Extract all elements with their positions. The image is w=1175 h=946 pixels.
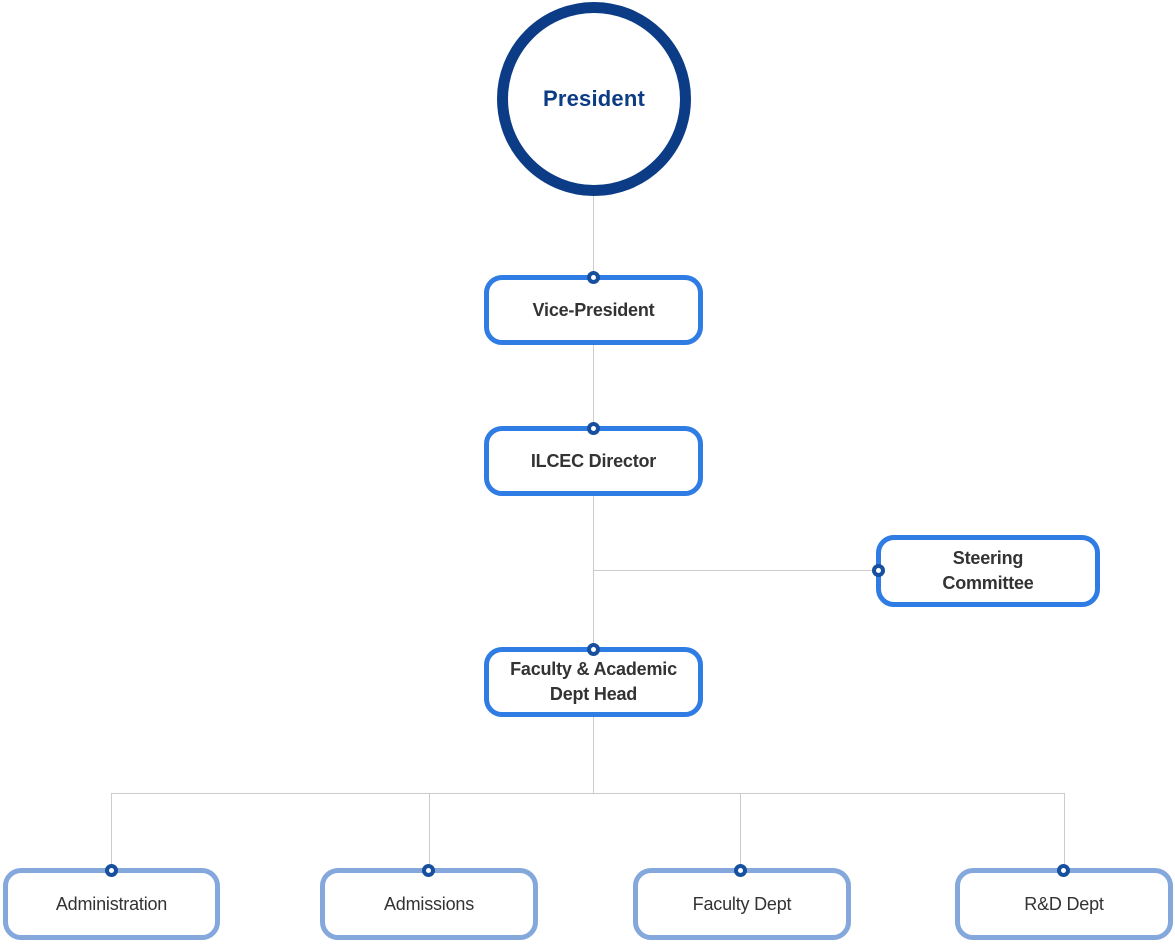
node-administration-label: Administration (55, 893, 168, 914)
node-admissions-label: Admissions (383, 893, 475, 914)
connector-line-vp-ilcec (593, 344, 594, 423)
connector-drop-rd-dept (1064, 793, 1065, 864)
node-rd-dept: R&D Dept (955, 868, 1173, 940)
connector-line-faculty-bus (593, 716, 594, 793)
node-steering-committee-label-line2: Committee (942, 573, 1034, 593)
node-steering-committee-label-line1: Steering (952, 548, 1024, 568)
node-faculty-dept-label: Faculty Dept (692, 893, 792, 914)
connector-line-ilcec-faculty (593, 495, 594, 644)
connector-line-president-vp (593, 196, 594, 272)
connector-dot-admissions (422, 864, 435, 877)
connector-drop-administration (111, 793, 112, 864)
connector-line-branch-steering (594, 570, 873, 571)
connector-drop-admissions (429, 793, 430, 864)
node-faculty-academic-dept-head-label-line1: Faculty & Academic (510, 659, 677, 679)
node-admissions: Admissions (320, 868, 538, 940)
connector-drop-faculty-dept (740, 793, 741, 864)
connector-line-bottom-bus (111, 793, 1064, 794)
connector-dot-faculty-head (587, 643, 600, 656)
node-ilcec-director-label: ILCEC Director (530, 450, 657, 471)
connector-dot-steering (872, 564, 885, 577)
connector-dot-ilcec-director (587, 422, 600, 435)
connector-dot-administration (105, 864, 118, 877)
node-ilcec-director: ILCEC Director (484, 426, 703, 496)
connector-dot-faculty-dept (734, 864, 747, 877)
node-faculty-dept: Faculty Dept (633, 868, 851, 940)
node-faculty-academic-dept-head: Faculty & Academic Dept Head (484, 647, 703, 717)
node-rd-dept-label: R&D Dept (1024, 893, 1104, 914)
node-president-label: President (542, 86, 646, 111)
connector-dot-rd-dept (1057, 864, 1070, 877)
node-administration: Administration (3, 868, 220, 940)
node-steering-committee: Steering Committee (876, 535, 1100, 607)
node-president: President (497, 2, 691, 196)
connector-dot-vice-president (587, 271, 600, 284)
node-vice-president-label: Vice-President (532, 299, 655, 320)
node-faculty-academic-dept-head-label-line2: Dept Head (549, 684, 638, 704)
node-vice-president: Vice-President (484, 275, 703, 345)
